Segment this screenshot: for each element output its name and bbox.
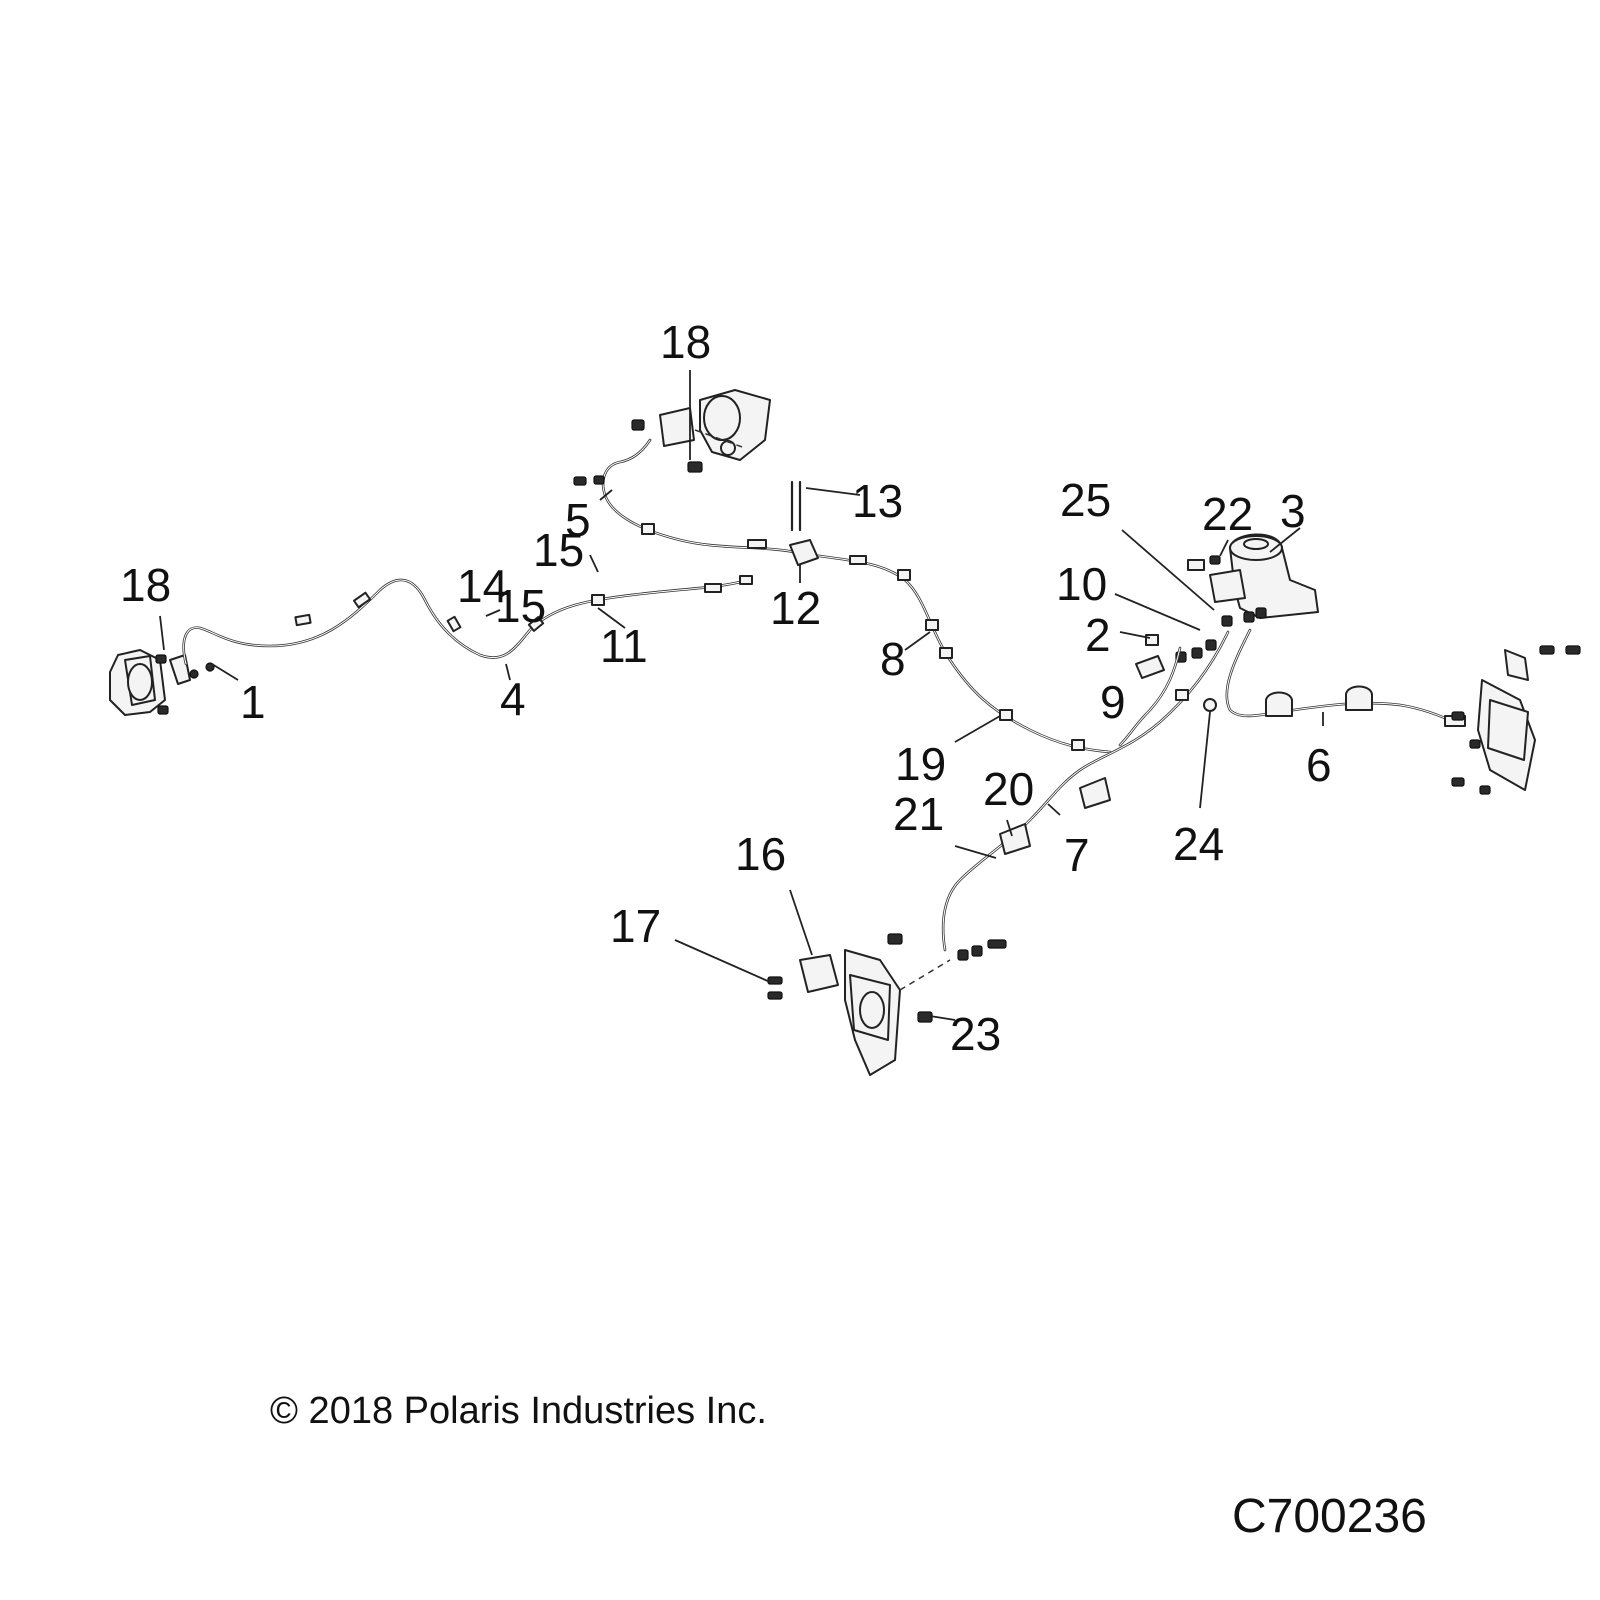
brake-hose-right <box>1225 628 1466 727</box>
callout-1: 1 <box>240 676 266 728</box>
callout-10: 10 <box>1056 558 1107 610</box>
callout-20: 20 <box>983 763 1034 815</box>
callout-8: 8 <box>880 633 906 685</box>
caliper-upper <box>631 389 771 473</box>
fittings-cluster <box>1135 607 1267 712</box>
callout-15a: 15 <box>533 524 584 576</box>
callout-7: 7 <box>1064 829 1090 881</box>
callout-6: 6 <box>1306 739 1332 791</box>
callout-23: 23 <box>950 1008 1001 1060</box>
caliper-lower <box>767 933 951 1076</box>
callout-12: 12 <box>770 582 821 634</box>
master-cylinder <box>1187 533 1319 619</box>
callout-19: 19 <box>895 738 946 790</box>
caliper-right <box>1451 645 1581 795</box>
pins-13 <box>790 480 802 532</box>
callout-11: 11 <box>600 620 648 672</box>
callout-24: 24 <box>1173 818 1224 870</box>
brake-hose-left <box>182 575 753 666</box>
callout-2: 2 <box>1085 609 1111 661</box>
brake-hose-upper <box>573 438 1112 754</box>
copyright-notice: © 2018 Polaris Industries Inc. <box>270 1390 767 1432</box>
callout-3: 3 <box>1280 485 1306 537</box>
callout-4: 4 <box>500 673 526 725</box>
callout-18-left: 18 <box>120 559 171 611</box>
callout-22: 22 <box>1202 488 1253 540</box>
callout-labels: 1 2 3 4 5 6 7 8 9 10 11 12 13 14 15 15 1… <box>120 316 1332 1060</box>
caliper-left <box>109 649 215 716</box>
callout-21: 21 <box>893 788 944 840</box>
callout-16: 16 <box>735 828 786 880</box>
callout-25: 25 <box>1060 474 1111 526</box>
callout-18-upper: 18 <box>660 316 711 368</box>
callout-9: 9 <box>1100 676 1126 728</box>
leader-lines <box>159 370 1324 1021</box>
callout-17: 17 <box>610 900 661 952</box>
figure-id: C700236 <box>1232 1490 1427 1543</box>
callout-15b: 15 <box>495 580 546 632</box>
brake-hose-front <box>941 630 1230 961</box>
brake-hose-9 <box>1118 646 1189 747</box>
callout-13: 13 <box>852 475 903 527</box>
callout-5: 5 <box>565 494 591 546</box>
callout-14: 14 <box>457 560 508 612</box>
